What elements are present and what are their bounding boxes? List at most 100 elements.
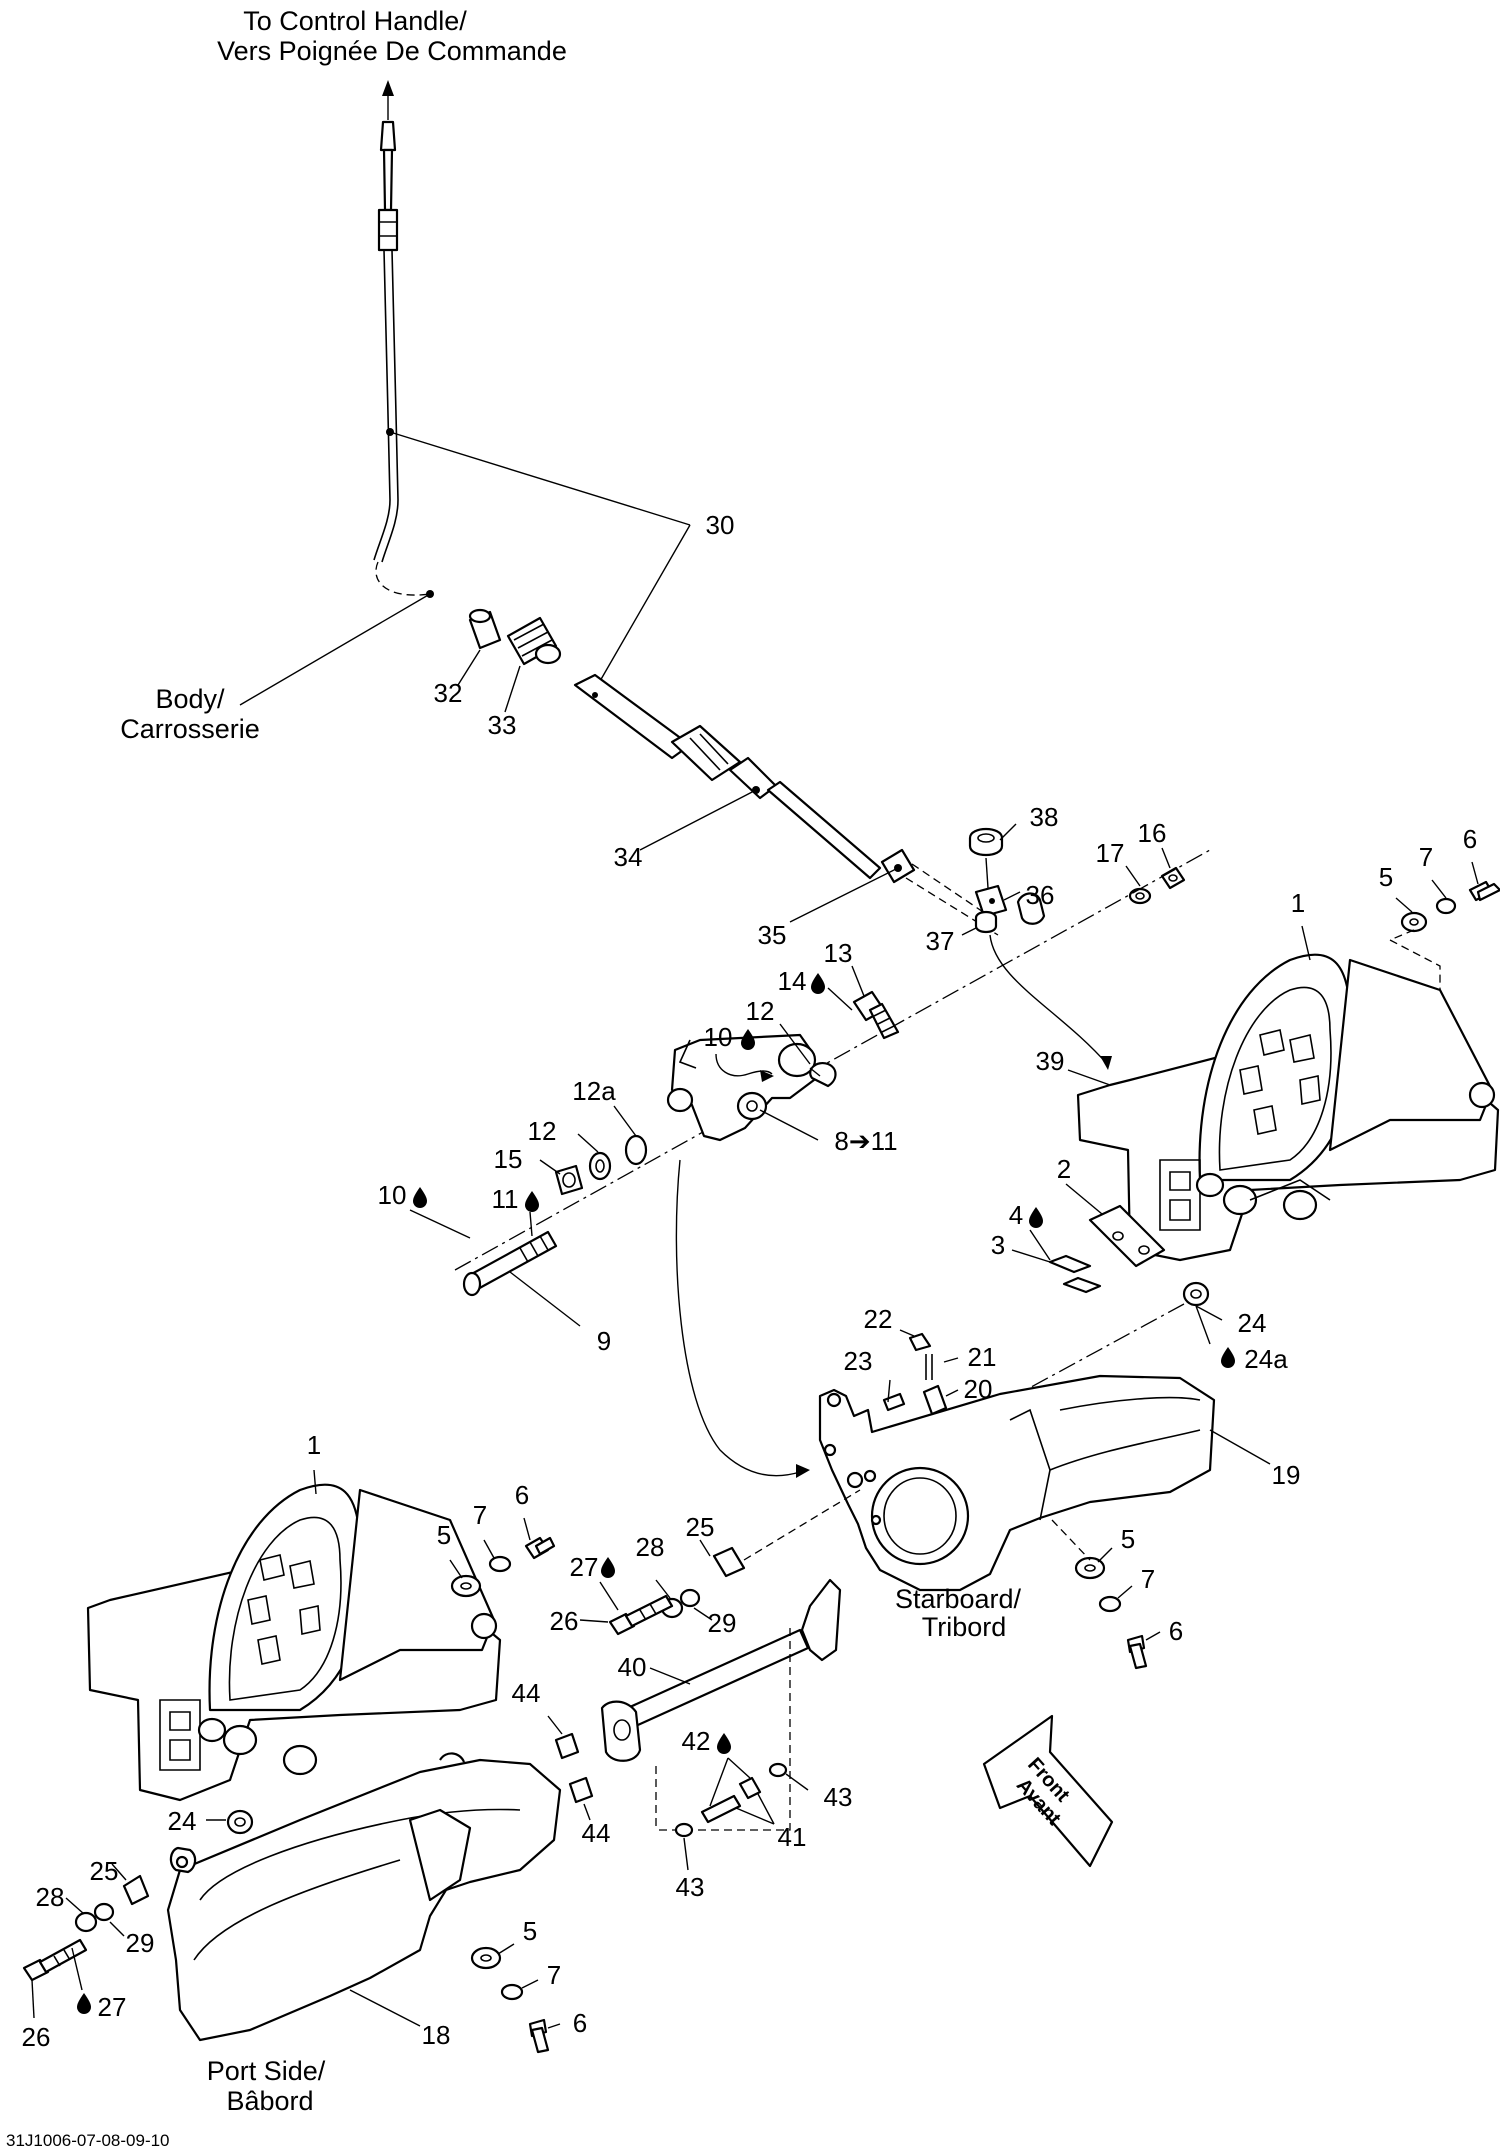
cable-connector-group bbox=[968, 827, 1046, 934]
starboard-nozzle-19 bbox=[818, 1374, 1216, 1592]
bushings-44 bbox=[554, 1732, 594, 1804]
callout-35: 35 bbox=[758, 920, 787, 950]
callout-11: 11 bbox=[492, 1184, 519, 1214]
callout-1-left: 1 bbox=[307, 1430, 321, 1460]
front-direction-arrow-icon: Front Avant bbox=[982, 1714, 1114, 1868]
steering-shaft-40 bbox=[600, 1578, 842, 1762]
bolt-13 bbox=[809, 990, 900, 1088]
callout-12-top: 12 bbox=[746, 996, 775, 1026]
callout-33: 33 bbox=[488, 710, 517, 740]
hardware-starboard bbox=[1074, 1556, 1148, 1670]
callout-7-starboard: 7 bbox=[1141, 1564, 1155, 1594]
port-nozzle-18 bbox=[166, 1752, 562, 2042]
callout-41: 41 bbox=[778, 1822, 807, 1852]
adhesive-drop-icon-14 bbox=[811, 973, 825, 994]
callout-20: 20 bbox=[964, 1374, 993, 1404]
hardware-right-top bbox=[1400, 880, 1500, 933]
callout-44-top: 44 bbox=[512, 1678, 541, 1708]
callout-37: 37 bbox=[926, 926, 955, 956]
washer-nut-16-17 bbox=[1128, 866, 1186, 905]
callout-43-bottom: 43 bbox=[676, 1872, 705, 1902]
cable-end-34 bbox=[573, 673, 999, 936]
callout-36: 36 bbox=[1026, 880, 1055, 910]
plate-2 bbox=[1048, 1204, 1166, 1294]
callout-18: 18 bbox=[422, 2020, 451, 2050]
control-handle-caption-line1: To Control Handle/ bbox=[243, 6, 467, 36]
up-arrow-icon bbox=[382, 80, 394, 96]
callout-7-left-top: 7 bbox=[473, 1500, 487, 1530]
callout-5-starboard: 5 bbox=[1121, 1524, 1135, 1554]
adhesive-drop-icon-24a bbox=[1221, 1347, 1235, 1368]
callout-5-port: 5 bbox=[523, 1916, 537, 1946]
body-caption-line2: Carrosserie bbox=[120, 714, 260, 744]
callout-26-port: 26 bbox=[22, 2022, 51, 2052]
steering-bracket-left bbox=[86, 1483, 502, 1802]
callout-4: 4 bbox=[1009, 1200, 1023, 1230]
callout-23: 23 bbox=[844, 1346, 873, 1376]
callout-30: 30 bbox=[706, 510, 735, 540]
callout-29-port: 29 bbox=[126, 1928, 155, 1958]
callout-44-bottom: 44 bbox=[582, 1818, 611, 1848]
shift-cable bbox=[373, 80, 434, 598]
callout-22: 22 bbox=[864, 1304, 893, 1334]
callout-6-left-top: 6 bbox=[515, 1480, 529, 1510]
port-caption-line2: Bâbord bbox=[226, 2086, 313, 2116]
hardware-port bbox=[470, 1946, 550, 2054]
callout-7-right-top: 7 bbox=[1419, 842, 1433, 872]
callout-42: 42 bbox=[682, 1726, 711, 1756]
starboard-caption-line2: Tribord bbox=[922, 1612, 1007, 1642]
adhesive-drop-icon-11 bbox=[525, 1191, 539, 1212]
callout-21: 21 bbox=[968, 1342, 997, 1372]
callout-24-left: 24 bbox=[168, 1806, 197, 1836]
callout-25-mid: 25 bbox=[686, 1512, 715, 1542]
control-handle-caption-line2: Vers Poignée De Commande bbox=[217, 36, 567, 66]
callout-24-right: 24 bbox=[1238, 1308, 1267, 1338]
adhesive-drop-icon-4 bbox=[1029, 1207, 1043, 1228]
drawing-reference-code: 31J1006-07-08-09-10 bbox=[6, 2131, 170, 2150]
callout-10-left: 10 bbox=[378, 1180, 407, 1210]
callout-27-port: 27 bbox=[98, 1992, 127, 2022]
callout-7-port: 7 bbox=[547, 1960, 561, 1990]
callout-9: 9 bbox=[597, 1326, 611, 1356]
washers-12-15 bbox=[554, 1134, 648, 1196]
callout-3: 3 bbox=[991, 1230, 1005, 1260]
callout-1-right: 1 bbox=[1291, 888, 1305, 918]
callout-8: 8➔11 bbox=[834, 1126, 897, 1156]
callout-17: 17 bbox=[1096, 838, 1125, 868]
callout-28-port: 28 bbox=[36, 1882, 65, 1912]
callout-10-top: 10 bbox=[704, 1022, 733, 1052]
callout-25-port: 25 bbox=[90, 1856, 119, 1886]
callout-26-mid: 26 bbox=[550, 1606, 579, 1636]
callout-27-mid: 27 bbox=[570, 1552, 599, 1582]
callout-29-mid: 29 bbox=[708, 1608, 737, 1638]
bushing-24-right bbox=[1182, 1281, 1210, 1307]
pins-20-23 bbox=[882, 1332, 948, 1416]
callout-24a: 24a bbox=[1244, 1344, 1288, 1374]
callout-38: 38 bbox=[1030, 802, 1059, 832]
callout-5-right-top: 5 bbox=[1379, 862, 1393, 892]
hardware-41-43 bbox=[674, 1762, 788, 1838]
nut-33 bbox=[506, 616, 562, 666]
adhesive-drop-icon-27-mid bbox=[601, 1557, 615, 1578]
starboard-caption-line1: Starboard/ bbox=[895, 1584, 1022, 1614]
tiller-arm-8 bbox=[666, 1033, 817, 1142]
callout-16: 16 bbox=[1138, 818, 1167, 848]
link-arrow-icon bbox=[1100, 1056, 1112, 1070]
callout-34: 34 bbox=[614, 842, 643, 872]
adhesive-drop-icon-10-left bbox=[413, 1187, 427, 1208]
steering-bracket-right bbox=[1076, 953, 1500, 1262]
bushing-24-left bbox=[226, 1809, 254, 1835]
hardware-mid-25-29 bbox=[608, 1546, 746, 1636]
adhesive-drop-icon-27-port bbox=[77, 1993, 91, 2014]
arrow-icon-10 bbox=[760, 1070, 774, 1082]
callout-43-right: 43 bbox=[824, 1782, 853, 1812]
callout-28-mid: 28 bbox=[636, 1532, 665, 1562]
clip-32 bbox=[468, 608, 502, 650]
callout-13: 13 bbox=[824, 938, 853, 968]
body-caption-line1: Body/ bbox=[155, 684, 225, 714]
callout-2: 2 bbox=[1057, 1154, 1071, 1184]
callout-6-right-top: 6 bbox=[1463, 824, 1477, 854]
callout-14: 14 bbox=[778, 966, 807, 996]
port-caption-line1: Port Side/ bbox=[207, 2056, 326, 2086]
